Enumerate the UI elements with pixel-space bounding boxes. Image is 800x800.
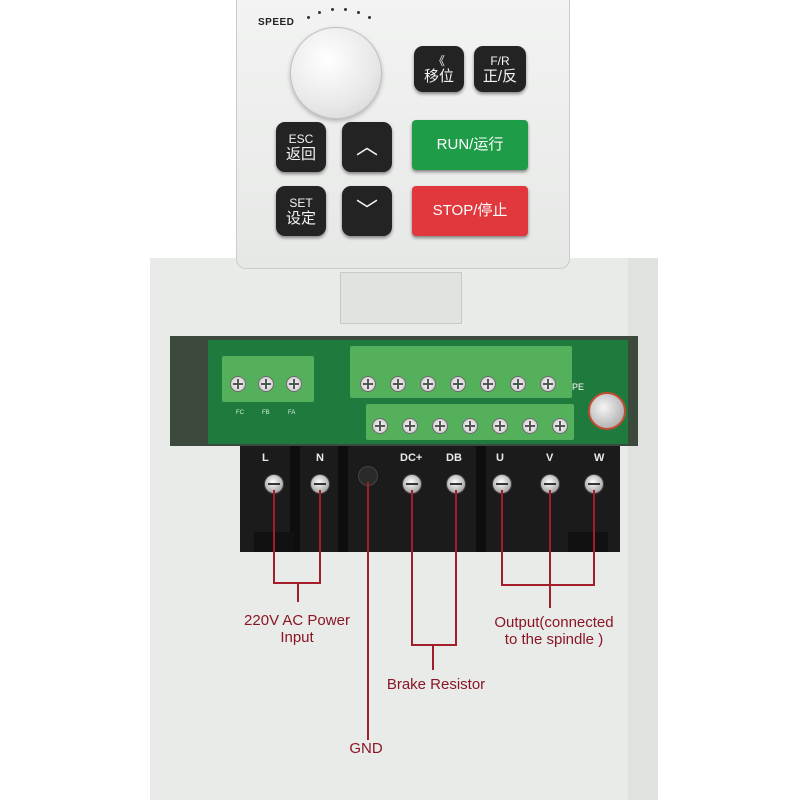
output-line2: to the spindle ) [504, 631, 604, 648]
chevron-up-icon: ︿ [355, 134, 378, 159]
esc-button[interactable]: ESC 返回 [276, 122, 326, 172]
power-terminal-block [240, 446, 620, 552]
wire-n [319, 490, 321, 584]
power-input-line2: Input [280, 629, 314, 646]
control-screw[interactable] [552, 418, 568, 434]
control-screw[interactable] [492, 418, 508, 434]
fr-sub-label: 正/反 [482, 68, 518, 85]
dial-tick [357, 11, 360, 14]
control-screw[interactable] [420, 376, 436, 392]
up-button[interactable]: ︿ [342, 122, 392, 172]
control-screw[interactable] [540, 376, 556, 392]
terminal-divider [476, 446, 486, 552]
gnd-label: GND [349, 740, 383, 757]
terminal-label-v: V [546, 452, 554, 464]
dial-tick [368, 16, 371, 19]
speed-knob[interactable] [290, 27, 382, 119]
cable-cover [340, 272, 462, 324]
wire-l [273, 490, 275, 584]
terminal-label-dc-plus: DC+ [400, 452, 423, 464]
terminal-label-u: U [496, 452, 504, 464]
stop-label: STOP/停止 [432, 202, 508, 219]
forward-reverse-button[interactable]: F/R 正/反 [474, 46, 526, 92]
control-screw[interactable] [462, 418, 478, 434]
control-screw[interactable] [480, 376, 496, 392]
dial-tick [344, 8, 347, 11]
control-screw[interactable] [450, 376, 466, 392]
dial-tick [307, 16, 310, 19]
brake-resistor-label: Brake Resistor [386, 676, 486, 693]
pcb-label-fa: FA [288, 410, 296, 416]
wire-db [455, 490, 457, 646]
set-sub-label: 设定 [285, 210, 316, 227]
stop-button[interactable]: STOP/停止 [412, 186, 528, 236]
power-input-line1: 220V AC Power [244, 612, 350, 629]
control-screw[interactable] [402, 418, 418, 434]
down-button[interactable]: ﹀ [342, 186, 392, 236]
dial-tick [331, 8, 334, 11]
terminal-divider [338, 446, 348, 552]
control-screw[interactable] [390, 376, 406, 392]
power-leader [297, 582, 299, 602]
wire-w [593, 490, 595, 586]
esc-label: ESC [288, 132, 314, 146]
pcb-label-fb: FB [262, 410, 270, 416]
run-button[interactable]: RUN/运行 [412, 120, 528, 170]
brake-bracket [411, 644, 457, 646]
pcb-label-fc: FC [236, 410, 244, 416]
terminal-label-db: DB [446, 452, 462, 464]
run-label: RUN/运行 [436, 136, 504, 153]
output-bracket [501, 584, 595, 586]
output-leader [549, 584, 551, 608]
shift-label: 移位 [423, 68, 454, 85]
set-label: SET [289, 196, 313, 210]
shift-icon: 《 [432, 54, 445, 68]
brake-leader [432, 644, 434, 670]
control-screw[interactable] [372, 418, 388, 434]
terminal-screw-u[interactable] [492, 474, 512, 494]
wire-v [549, 490, 551, 586]
terminal-label-l: L [262, 452, 269, 464]
terminal-foot [568, 532, 608, 552]
set-button[interactable]: SET 设定 [276, 186, 326, 236]
fr-label: F/R [490, 54, 510, 68]
control-screw[interactable] [432, 418, 448, 434]
terminal-label-n: N [316, 452, 324, 464]
pe-label: PE [572, 382, 585, 392]
shift-button[interactable]: 《 移位 [414, 46, 464, 92]
dial-tick [318, 11, 321, 14]
terminal-label-w: W [594, 452, 605, 464]
esc-sub-label: 返回 [285, 146, 316, 163]
relay-screw[interactable] [258, 376, 274, 392]
terminal-divider [290, 446, 300, 552]
ground-screw[interactable] [588, 392, 626, 430]
output-line1: Output(connected [494, 614, 614, 631]
output-label: Output(connected to the spindle ) [474, 614, 634, 648]
speed-label: SPEED [258, 17, 295, 28]
control-screw[interactable] [522, 418, 538, 434]
power-input-label: 220V AC Power Input [222, 612, 372, 646]
relay-screw[interactable] [286, 376, 302, 392]
wire-u [501, 490, 503, 586]
relay-screw[interactable] [230, 376, 246, 392]
chevron-down-icon: ﹀ [355, 198, 378, 223]
wire-dc-plus [411, 490, 413, 646]
wire-gnd [367, 482, 369, 740]
control-screw[interactable] [360, 376, 376, 392]
control-screw[interactable] [510, 376, 526, 392]
